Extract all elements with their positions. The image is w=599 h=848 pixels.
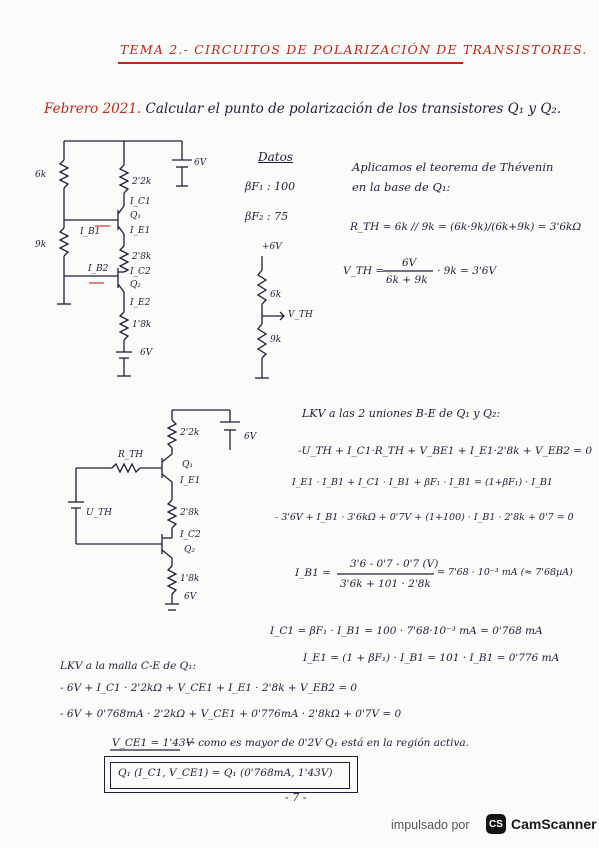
lkv2-eq1: - 6V + I_C1 · 2'2kΩ + V_CE1 + I_E1 · 2'8… — [60, 682, 358, 694]
ib1-result: = 7'68 · 10⁻³ mA (≈ 7'68µA) — [437, 567, 573, 578]
ib1-label: I_B1 — [80, 227, 101, 237]
scanner-footer — [0, 814, 599, 848]
c2-uth-label: U_TH — [86, 508, 112, 518]
camscanner-brand: CamScanner — [511, 816, 597, 832]
ib1-label-eq: I_B1 = — [295, 567, 331, 579]
r-mid-label: 2'8k — [132, 252, 152, 262]
beta2: βF₂ : 75 — [245, 210, 289, 223]
page-number: - 7 - — [285, 791, 307, 804]
r-collector-label: 2'2k — [132, 177, 152, 187]
supply-bottom-label: 6V — [140, 348, 153, 358]
ie1-equation: I_E1 = (1 + βF₁) · I_B1 = 101 · I_B1 = 0… — [303, 652, 560, 664]
thevenin-r-top-label: 6k — [270, 290, 282, 300]
result-box-outer — [104, 756, 358, 793]
lkv1-heading: LKV a las 2 uniones B-E de Q₁ y Q₂: — [302, 407, 501, 420]
ic2-label: I_C2 — [130, 267, 151, 277]
thevenin-supply-label: +6V — [262, 242, 282, 252]
lkv1-eq3: - 3'6V + I_B1 · 3'6kΩ + 0'7V + (1+100) ·… — [275, 512, 574, 523]
ic1-label: I_C1 — [130, 197, 151, 207]
vce-result: V_CE1 = 1'43V — [112, 737, 194, 749]
ib1-numerator: 3'6 - 0'7 - 0'7 (V) — [350, 558, 439, 570]
lkv1-eq2: I_E1 · I_B1 + I_C1 · I_B1 + βF₁ · I_B1 =… — [292, 477, 553, 488]
q1-operating-point: Q₁ (I_C1, V_CE1) = Q₁ (0'768mA, 1'43V) — [118, 767, 333, 779]
thevenin-vth-label: V_TH — [288, 310, 313, 320]
problem-date: Febrero 2021. — [44, 101, 142, 117]
c2-q1-label: Q₁ — [182, 460, 193, 470]
lkv2-eq2: - 6V + 0'768mA · 2'2kΩ + V_CE1 + 0'776mA… — [60, 708, 402, 720]
c2-supply-label: 6V — [244, 432, 257, 442]
thevenin-line2: en la base de Q₁: — [352, 180, 451, 194]
title-underline — [118, 62, 463, 64]
c2-supply-bottom-label: 6V — [184, 592, 197, 602]
ie2-label: I_E2 — [130, 298, 151, 308]
lkv1-eq1: -U_TH + I_C1·R_TH + V_BE1 + I_E1·2'8k + … — [298, 445, 593, 457]
q2-label: Q₂ — [130, 280, 141, 290]
ib2-label: I_B2 — [88, 264, 109, 274]
c2-ie1-label: I_E1 — [180, 476, 201, 486]
problem-text: Calcular el punto de polarización de los… — [145, 101, 562, 117]
r-bottom-left-label: 9k — [35, 240, 47, 250]
powered-by-text: impulsado por — [391, 818, 470, 832]
c2-rth-label: R_TH — [118, 450, 144, 460]
supply-label: 6V — [194, 158, 207, 168]
r-top-left-label: 6k — [35, 170, 47, 180]
ib1-denominator: 3'6k + 101 · 2'8k — [340, 578, 431, 590]
page-title: TEMA 2.- CIRCUITOS DE POLARIZACIÓN DE TR… — [120, 42, 588, 57]
beta1: βF₁ : 100 — [245, 180, 296, 193]
vth-result: · 9k = 3'6V — [437, 265, 497, 277]
datos-heading: Datos — [258, 150, 293, 164]
conclusion-text: → como es mayor de 0'2V Q₁ está en la re… — [186, 737, 469, 749]
result-box — [110, 762, 350, 789]
vth-numerator: 6V — [402, 257, 417, 269]
lkv2-heading: LKV a la malla C-E de Q₁: — [60, 660, 197, 672]
q1-label: Q₁ — [130, 211, 141, 221]
ie1-label: I_E1 — [130, 226, 151, 236]
c2-r-collector-label: 2'2k — [180, 428, 200, 438]
ic1-equation: I_C1 = βF₁ · I_B1 = 100 · 7'68·10⁻³ mA =… — [270, 625, 543, 637]
vth-label: V_TH = — [343, 265, 385, 277]
c2-q2-label: Q₂ — [184, 545, 195, 555]
c2-r-mid-label: 2'8k — [180, 508, 200, 518]
r-bottom-label: 1'8k — [132, 320, 152, 330]
rth-equation: R_TH = 6k // 9k = (6k·9k)/(6k+9k) = 3'6k… — [350, 221, 582, 233]
c2-r-bottom-label: 1'8k — [180, 574, 200, 584]
camscanner-logo-icon: CS — [486, 814, 506, 834]
vth-denominator: 6k + 9k — [386, 274, 428, 286]
thevenin-line1: Aplicamos el teorema de Thévenin — [352, 160, 554, 174]
thevenin-r-bottom-label: 9k — [270, 335, 282, 345]
problem-statement: Febrero 2021. Calcular el punto de polar… — [44, 101, 561, 117]
c2-ic2-label: I_C2 — [180, 530, 201, 540]
